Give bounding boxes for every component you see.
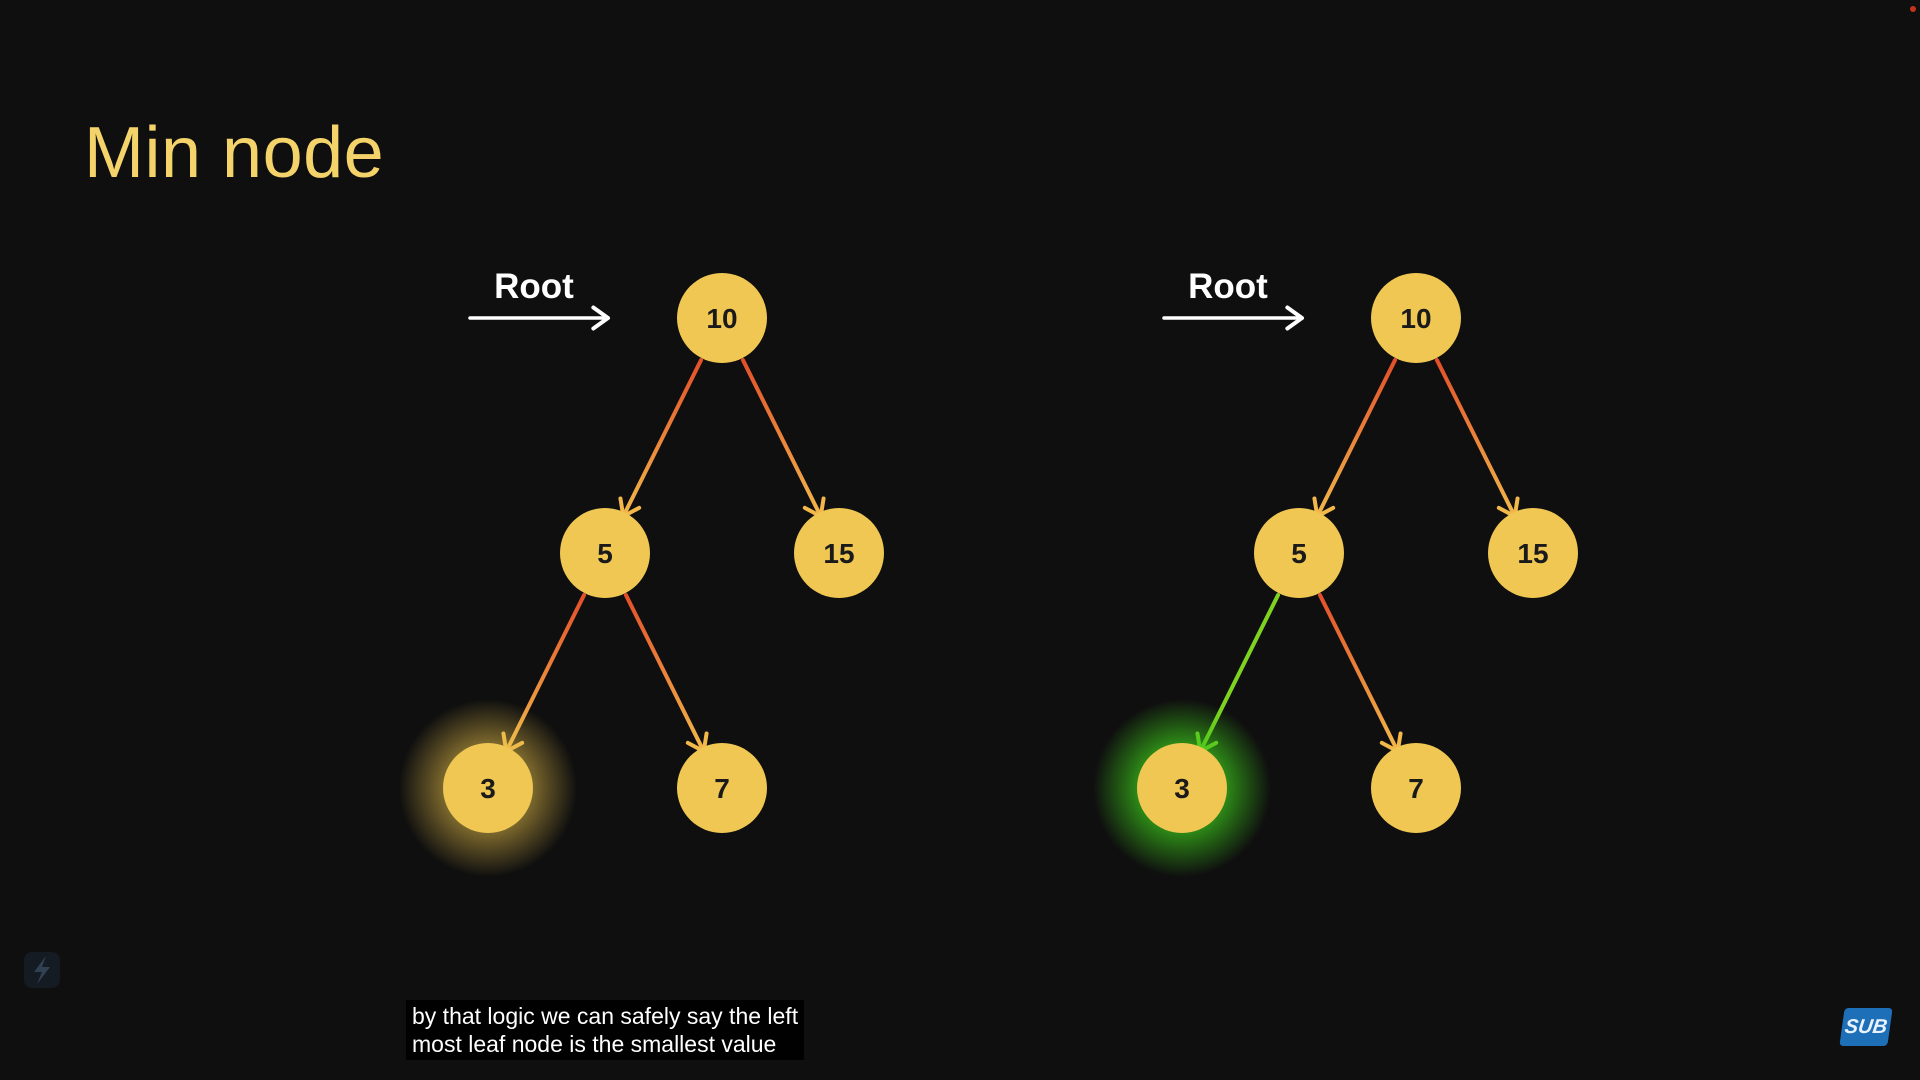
edge-10-to-5: [621, 358, 704, 519]
edge-10-to-15: [1434, 358, 1517, 519]
subtitle-caption: by that logic we can safely say the left…: [406, 1000, 805, 1060]
node-15-label: 15: [1517, 538, 1548, 569]
node-7: [677, 743, 767, 833]
node-5-label: 5: [597, 538, 613, 569]
node-3-label: 3: [1174, 773, 1190, 804]
caption-line-1: by that logic we can safely say the left: [412, 1003, 799, 1029]
node-15-label: 15: [823, 538, 854, 569]
subscribe-badge-icon[interactable]: SUB: [1839, 1008, 1893, 1046]
node-3: [1137, 743, 1227, 833]
node-7: [1371, 743, 1461, 833]
node-15: [794, 508, 884, 598]
root-label: Root: [494, 267, 574, 306]
node-3: [443, 743, 533, 833]
recording-dot-icon: [1910, 6, 1916, 12]
node-10: [1371, 273, 1461, 363]
bst-diagram-left: Root 10 5 15 3 7: [399, 267, 884, 877]
node-3-label: 3: [480, 773, 496, 804]
node-10-label: 10: [1400, 303, 1431, 334]
edge-5-to-7: [1317, 593, 1400, 754]
root-label: Root: [1188, 267, 1268, 306]
node-7-label: 7: [1408, 773, 1424, 804]
node-7-label: 7: [714, 773, 730, 804]
node-5-label: 5: [1291, 538, 1307, 569]
edge-10-to-5: [1315, 358, 1398, 519]
node-10-label: 10: [706, 303, 737, 334]
edge-10-to-15: [740, 358, 823, 519]
bst-diagram-right: Root 10 5 15 3 7: [1093, 267, 1578, 877]
node-10: [677, 273, 767, 363]
caption-line-2: most leaf node is the smallest value: [412, 1031, 777, 1057]
edge-arrowhead: [1285, 305, 1304, 331]
slide-title: Min node: [84, 113, 385, 193]
bolt-logo-icon: [24, 952, 60, 988]
edge-5-to-7: [623, 593, 706, 754]
node-5: [560, 508, 650, 598]
node-15: [1488, 508, 1578, 598]
edge-arrowhead: [591, 305, 610, 331]
node-5: [1254, 508, 1344, 598]
